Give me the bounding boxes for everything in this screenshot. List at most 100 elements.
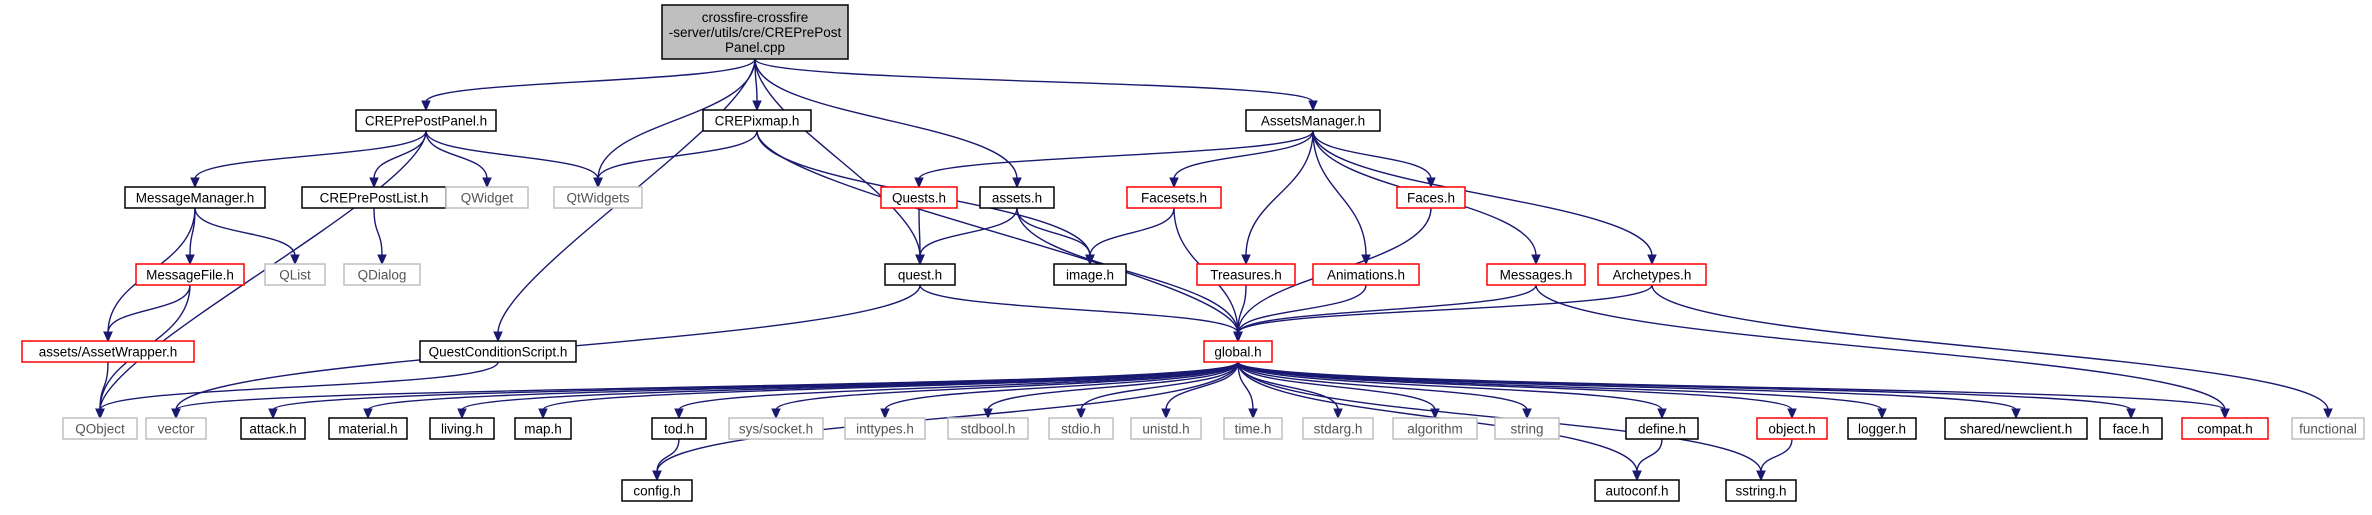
node-newclient[interactable]: shared/newclient.h [1944,417,2088,440]
node-qtwidgets[interactable]: QtWidgets [553,186,643,209]
node-time[interactable]: time.h [1223,417,1283,440]
node-living[interactable]: living.h [429,417,495,440]
node-messages[interactable]: Messages.h [1486,263,1586,286]
arrowhead-root-to-creprepostpanel [421,100,431,112]
node-algorithm[interactable]: algorithm [1392,417,1478,440]
node-map[interactable]: map.h [514,417,572,440]
node-define[interactable]: define.h [1625,417,1699,440]
arrowhead-global-to-newclient [2011,408,2021,420]
arrowhead-global-to-object [1787,408,1797,420]
node-autoconf[interactable]: autoconf.h [1594,479,1680,502]
arrowhead-assetsmanager-to-treasures [1241,254,1251,266]
dependency-edges [95,58,2333,482]
node-qlist[interactable]: QList [264,263,326,286]
node-label-animations: Animations.h [1327,268,1405,283]
edge-root-to-quest [754,58,921,257]
node-unistd[interactable]: unistd.h [1130,417,1202,440]
edge-creprepostpanel-to-qwidget [425,130,488,180]
node-stdarg[interactable]: stdarg.h [1302,417,1374,440]
arrowhead-crepixmap-to-qtwidgets [593,177,603,189]
node-box-questcondition [419,340,577,363]
node-label-quests: Quests.h [892,191,946,206]
node-box-stdbool [947,417,1029,440]
node-facesets[interactable]: Facesets.h [1126,186,1222,209]
node-assetsmanager[interactable]: AssetsManager.h [1245,109,1381,132]
node-image[interactable]: image.h [1053,263,1127,286]
node-functional[interactable]: functional [2291,417,2365,440]
node-box-object [1756,417,1828,440]
node-stdio[interactable]: stdio.h [1048,417,1114,440]
node-archetypes[interactable]: Archetypes.h [1597,263,1707,286]
arrowhead-global-to-attack [268,408,278,420]
node-treasures[interactable]: Treasures.h [1196,263,1296,286]
node-vector[interactable]: vector [145,417,207,440]
node-creprepostlist[interactable]: CREPrePostList.h [301,186,447,209]
node-global[interactable]: global.h [1203,340,1273,363]
node-label-config: config.h [633,484,680,499]
node-animations[interactable]: Animations.h [1312,263,1420,286]
node-material[interactable]: material.h [328,417,408,440]
node-quests[interactable]: Quests.h [880,186,958,209]
arrowhead-root-to-assets [1012,177,1022,189]
node-string[interactable]: string [1494,417,1560,440]
node-label-living: living.h [441,422,483,437]
node-box-define [1625,417,1699,440]
arrowhead-global-to-face [2126,408,2136,420]
arrowhead-creprepostlist-to-qdialog [377,254,387,266]
node-label-stdarg: stdarg.h [1314,422,1363,437]
arrowhead-global-to-vector [171,408,181,420]
arrowhead-facesets-to-image [1085,254,1095,266]
node-messagemanager[interactable]: MessageManager.h [124,186,266,209]
node-creprepostpanel[interactable]: CREPrePostPanel.h [355,109,497,132]
edge-root-to-assetsmanager [754,58,1314,103]
node-label-map: map.h [524,422,562,437]
edge-archetypes-to-functional [1651,284,2329,411]
node-label-time: time.h [1235,422,1272,437]
node-assetwrapper[interactable]: assets/AssetWrapper.h [21,340,195,363]
node-qdialog[interactable]: QDialog [343,263,421,286]
node-quest[interactable]: quest.h [884,263,956,286]
node-syssocket[interactable]: sys/socket.h [728,417,824,440]
edge-global-to-compat [1237,361,2226,411]
node-compat[interactable]: compat.h [2181,417,2269,440]
node-root[interactable]: crossfire-crossfire-server/utils/cre/CRE… [661,4,849,60]
node-crepixmap[interactable]: CREPixmap.h [702,109,812,132]
arrowhead-global-to-time [1248,408,1258,420]
node-sstring[interactable]: sstring.h [1725,479,1797,502]
node-stdbool[interactable]: stdbool.h [947,417,1029,440]
node-label-qobject: QObject [75,422,125,437]
edge-messages-to-compat [1535,284,2226,411]
node-box-qlist [264,263,326,286]
node-label-qtwidgets: QtWidgets [566,191,629,206]
edge-root-to-assets [754,58,1018,180]
edge-global-to-map [542,361,1239,411]
arrowhead-global-to-tod [674,408,684,420]
node-box-assetsmanager [1245,109,1381,132]
node-label-messagefile: MessageFile.h [146,268,234,283]
node-logger[interactable]: logger.h [1847,417,1917,440]
node-inttypes[interactable]: inttypes.h [844,417,926,440]
node-faces[interactable]: Faces.h [1396,186,1466,209]
node-label-vector: vector [158,422,195,437]
node-label-logger: logger.h [1858,422,1906,437]
node-qwidget[interactable]: QWidget [445,186,529,209]
node-config[interactable]: config.h [621,479,693,502]
node-attack[interactable]: attack.h [240,417,306,440]
node-box-quests [880,186,958,209]
node-object[interactable]: object.h [1756,417,1828,440]
node-box-crepixmap [702,109,812,132]
arrowhead-global-to-compat [2220,408,2230,420]
node-qobject[interactable]: QObject [62,417,138,440]
edge-object-to-sstring [1760,438,1793,473]
node-tod[interactable]: tod.h [651,417,707,440]
node-face[interactable]: face.h [2099,417,2163,440]
node-label-syssocket: sys/socket.h [739,422,813,437]
node-label-faces: Faces.h [1407,191,1455,206]
node-assets[interactable]: assets.h [979,186,1055,209]
node-messagefile[interactable]: MessageFile.h [135,263,245,286]
node-label-treasures: Treasures.h [1210,268,1282,283]
node-questcondition[interactable]: QuestConditionScript.h [419,340,577,363]
arrowhead-assetsmanager-to-messages [1531,254,1541,266]
arrowhead-global-to-map [538,408,548,420]
edge-tod-to-config [656,438,680,473]
